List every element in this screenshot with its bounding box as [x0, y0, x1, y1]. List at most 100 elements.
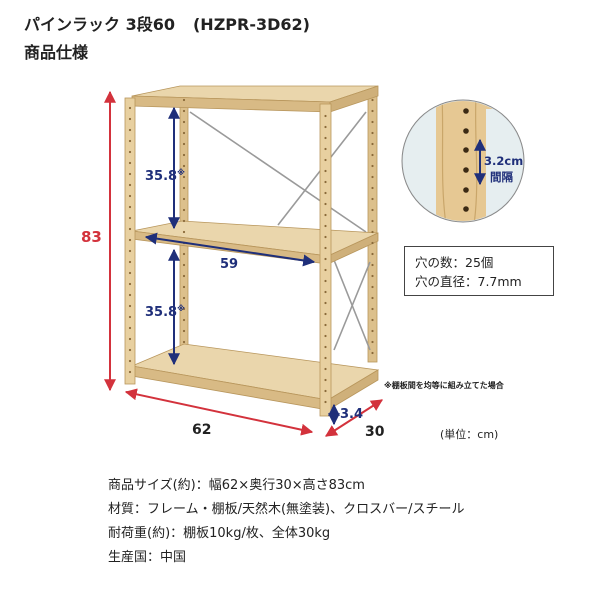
peg-hole: [182, 131, 186, 135]
peg-hole: [182, 98, 186, 102]
peg-hole: [324, 378, 327, 382]
peg-hole: [128, 117, 132, 121]
peg-hole: [128, 304, 132, 308]
peg-hole: [182, 142, 186, 146]
peg-hole: [182, 175, 186, 179]
peg-hole: [182, 186, 186, 190]
peg-hole: [324, 356, 327, 360]
peg-hole: [324, 235, 327, 239]
inner-width-label: 59: [220, 257, 238, 272]
width-label: 62: [192, 422, 211, 438]
peg-hole: [128, 260, 132, 264]
peg-hole: [324, 389, 327, 393]
peg-hole: [371, 230, 374, 234]
top-shelf: [131, 85, 379, 113]
peg-hole: [324, 114, 327, 118]
peg-hole: [371, 197, 374, 201]
peg-hole: [128, 216, 132, 220]
peg-hole: [182, 329, 186, 333]
width-arrow: [124, 388, 314, 436]
peg-hole: [324, 312, 327, 316]
hole-diameter: 穴の直径：7.7mm: [415, 274, 522, 289]
assembly-note: ※棚板間を均等に組み立てた場合: [384, 381, 504, 390]
peg-hole: [324, 268, 327, 272]
peg-hole: [128, 227, 132, 231]
peg-hole: [182, 340, 186, 344]
peg-hole: [128, 326, 132, 330]
peg-hole: [128, 370, 132, 374]
page-subtitle: 商品仕様: [24, 43, 89, 62]
peg-hole: [324, 345, 327, 349]
peg-hole: [324, 158, 327, 162]
bottom-shelf: [130, 343, 380, 411]
peg-hole: [324, 290, 327, 294]
peg-hole: [324, 202, 327, 206]
peg-hole: [371, 153, 374, 157]
peg-hole: [324, 125, 327, 129]
peg-hole: [371, 109, 374, 113]
peg-hole: [324, 246, 327, 250]
peg-hole: [128, 293, 132, 297]
peg-hole: [128, 282, 132, 286]
peg-hole: [182, 219, 186, 223]
peg-hole: [128, 337, 132, 341]
hole-detail-zoom: [401, 99, 525, 223]
peg-hole: [128, 238, 132, 242]
peg-hole: [324, 367, 327, 371]
peg-hole: [182, 263, 186, 267]
peg-hole: [371, 285, 374, 289]
peg-hole: [182, 296, 186, 300]
depth-label: 30: [365, 424, 385, 440]
spec-size: 商品サイズ(約)：幅62×奥行30×高さ83cm: [108, 478, 365, 493]
peg-hole: [128, 194, 132, 198]
peg-hole: [182, 164, 186, 168]
peg-hole: [182, 120, 186, 124]
unit-label: (単位：cm): [440, 428, 499, 441]
peg-hole: [128, 348, 132, 352]
peg-hole: [324, 279, 327, 283]
peg-hole: [182, 197, 186, 201]
page-title: パインラック 3段60(HZPR-3D62): [24, 14, 310, 36]
peg-hole: [324, 180, 327, 184]
peg-hole: [371, 164, 374, 168]
peg-hole: [324, 334, 327, 338]
pitch-caption: 間隔: [490, 170, 513, 184]
peg-hole: [371, 131, 374, 135]
depth-arrow: [324, 399, 384, 437]
peg-hole: [371, 340, 374, 344]
peg-hole: [182, 274, 186, 278]
peg-hole: [182, 307, 186, 311]
peg-hole: [324, 147, 327, 151]
peg-hole: [128, 205, 132, 209]
peg-hole: [128, 106, 132, 110]
peg-hole: [324, 400, 327, 404]
peg-hole: [371, 120, 374, 124]
peg-hole: [371, 219, 374, 223]
spec-material: 材質：フレーム・棚板/天然木(無塗装)、クロスバー/スチール: [108, 502, 465, 517]
peg-hole: [128, 128, 132, 132]
peg-hole: [371, 252, 374, 256]
hole-info-box: 穴の数：25個 穴の直径：7.7mm: [404, 246, 554, 296]
peg-hole: [182, 153, 186, 157]
gap-top-label: 35.8※: [145, 167, 185, 184]
peg-hole: [324, 224, 327, 228]
peg-hole: [128, 359, 132, 363]
peg-hole: [324, 169, 327, 173]
peg-hole: [324, 323, 327, 327]
inner-width-arrow: [144, 232, 316, 267]
peg-hole: [371, 351, 374, 355]
peg-hole: [371, 142, 374, 146]
peg-hole: [371, 241, 374, 245]
peg-hole: [324, 191, 327, 195]
peg-hole: [128, 315, 132, 319]
peg-hole: [128, 139, 132, 143]
peg-hole: [371, 329, 374, 333]
base-height-label: 3.4: [340, 407, 363, 422]
peg-hole: [371, 98, 374, 102]
peg-hole: [128, 172, 132, 176]
spec-load: 耐荷重(約)：棚板10kg/枚、全体30kg: [108, 526, 331, 541]
pitch-label: 3.2cm: [484, 154, 523, 168]
peg-hole: [371, 318, 374, 322]
peg-hole: [371, 274, 374, 278]
